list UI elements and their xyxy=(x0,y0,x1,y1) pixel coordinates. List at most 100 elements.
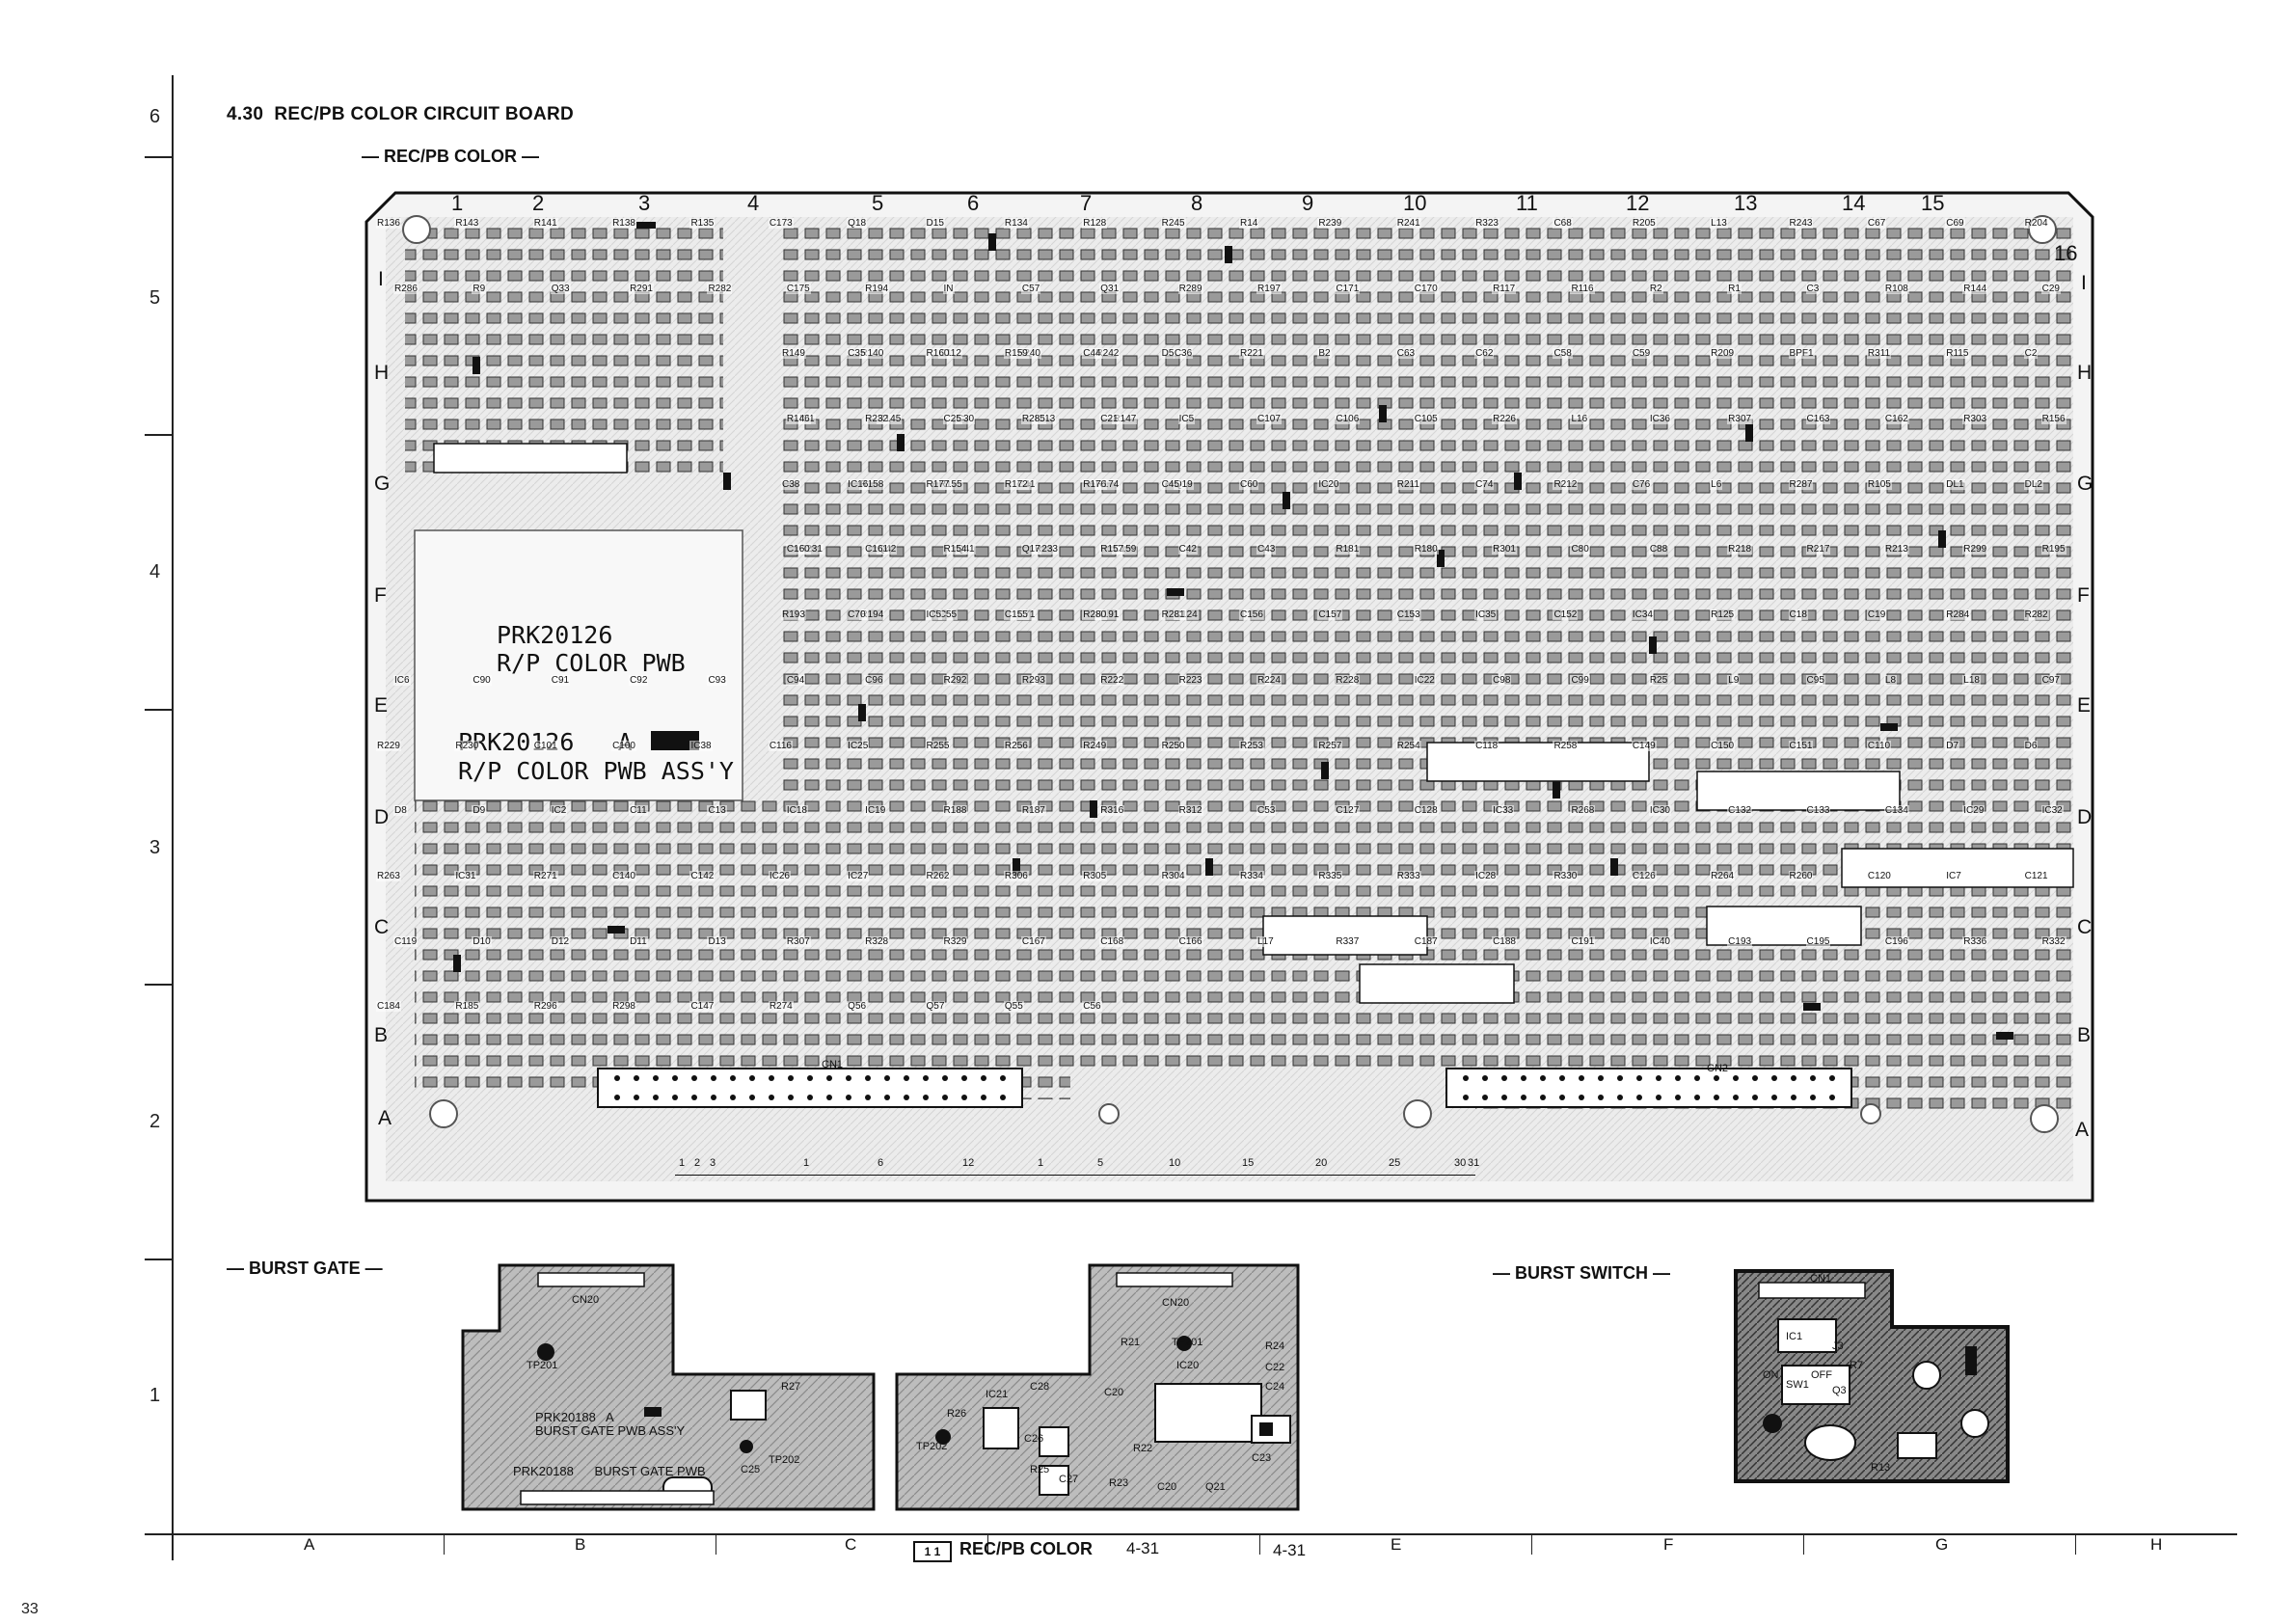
component-label: R256 xyxy=(1003,740,1029,751)
component-label: L13 xyxy=(1710,218,1728,229)
footer-caption: REC/PB COLOR xyxy=(959,1539,1094,1558)
margin-number-1: 1 xyxy=(149,1385,161,1406)
footer-rule xyxy=(145,1533,2237,1535)
component-label: C19 xyxy=(1866,609,1887,621)
pin-number: 10 xyxy=(1169,1157,1181,1169)
component-label: R274 xyxy=(768,1001,794,1013)
component-label: C58 xyxy=(1553,348,1573,360)
component-label: R134 xyxy=(1003,218,1029,229)
component-label: R301 xyxy=(1492,544,1517,555)
component-label: Q31 xyxy=(1099,283,1121,294)
cn2-connector xyxy=(1445,1068,1852,1108)
pin-number: 12 xyxy=(962,1157,975,1169)
component-label: IC2 xyxy=(550,805,568,817)
row-letter-left-F: F xyxy=(374,584,387,607)
row-letter-right-E: E xyxy=(2077,694,2092,717)
burst-gate-parts-c22: C22 xyxy=(1265,1362,1285,1373)
margin-number-5: 5 xyxy=(149,287,161,309)
component-label: C99 xyxy=(1570,674,1590,686)
burst-gate-cn20-label: CN20 xyxy=(572,1294,600,1306)
burst-switch-r7: R7 xyxy=(1850,1360,1864,1371)
row-letter-left-I: I xyxy=(378,268,384,290)
column-number-11: 11 xyxy=(1516,191,1538,215)
component-label: C3 xyxy=(1805,283,1821,294)
burst-gate-r27-label: R27 xyxy=(781,1381,801,1393)
burst-gate-assy-label-code: PRK20188 A xyxy=(535,1410,614,1424)
component-label: C18 xyxy=(1788,609,1808,621)
pin-number: 5 xyxy=(1097,1157,1104,1169)
component-label: C150 xyxy=(1710,740,1736,751)
component-label: R285 xyxy=(1020,414,1046,425)
column-number-12: 12 xyxy=(1626,191,1650,215)
component-label: BPF1 xyxy=(1788,348,1815,360)
component-label: R143 xyxy=(454,218,480,229)
component-label: C60 xyxy=(1239,478,1259,490)
component-label: Q19 xyxy=(1173,478,1194,490)
connector-cn1-label: CN1 xyxy=(822,1059,844,1070)
burst-gate-parts-c27: C27 xyxy=(1059,1474,1079,1485)
component-label: R145 xyxy=(877,414,903,425)
component-label: R154 xyxy=(942,544,968,555)
component-label: D10 xyxy=(472,935,492,947)
section-rule xyxy=(145,1259,172,1260)
component-label: R1 xyxy=(1727,283,1742,294)
component-label: R211 xyxy=(1395,478,1420,490)
component-label: R282 xyxy=(2023,609,2049,621)
footer-tick xyxy=(1803,1533,1804,1555)
footer-letter-E: E xyxy=(1391,1535,1402,1554)
component-label: R218 xyxy=(1727,544,1753,555)
component-label: R155 xyxy=(937,478,963,490)
component-label: R306 xyxy=(1003,870,1029,881)
component-label: C92 xyxy=(629,674,649,686)
component-label: R232 xyxy=(864,414,890,425)
component-label: R159 xyxy=(1003,348,1029,360)
burst-gate-parts-c20: C20 xyxy=(1104,1387,1124,1398)
component-label: D6 xyxy=(2023,740,2039,751)
component-label: C118 xyxy=(1474,740,1499,751)
burst-gate-parts-r24: R24 xyxy=(1265,1340,1285,1352)
row-letter-right-H: H xyxy=(2077,362,2093,384)
component-label: C25 xyxy=(942,414,962,425)
page-number: 33 xyxy=(21,1601,39,1617)
component-label: C56 xyxy=(1082,1001,1102,1013)
component-label: C57 xyxy=(1020,283,1041,294)
row-letter-left-A: A xyxy=(378,1107,392,1129)
margin-tick xyxy=(145,434,172,436)
component-label: R177 xyxy=(925,478,951,490)
component-label: R105 xyxy=(1866,478,1892,490)
component-label: R250 xyxy=(1160,740,1186,751)
row-letter-right-B: B xyxy=(2077,1024,2092,1046)
component-label: IC5 xyxy=(925,609,943,621)
component-label: R298 xyxy=(611,1001,636,1013)
component-label: D12 xyxy=(550,935,571,947)
component-label: R229 xyxy=(376,740,401,751)
component-label: C67 xyxy=(1866,218,1887,229)
component-label: R156 xyxy=(2040,414,2066,425)
component-label: C166 xyxy=(1177,935,1203,947)
row-letter-left-C: C xyxy=(374,916,390,938)
burst-gate-parts-ic20: IC20 xyxy=(1176,1360,1200,1371)
row-letter-right-I: I xyxy=(2081,272,2087,294)
margin-tick xyxy=(145,156,172,158)
footer-letter-A: A xyxy=(304,1535,315,1554)
component-label: R241 xyxy=(1395,218,1421,229)
margin-tick xyxy=(145,984,172,986)
component-label: R146 xyxy=(785,414,811,425)
component-label: R254 xyxy=(1395,740,1421,751)
pin-number: 30 xyxy=(1454,1157,1467,1169)
component-label: R242 xyxy=(1094,348,1121,360)
component-label: C159 xyxy=(1112,544,1138,555)
component-label: L17 xyxy=(1256,935,1275,947)
burst-gate-c25-label: C25 xyxy=(741,1464,761,1475)
component-label: C95 xyxy=(1805,674,1825,686)
burst-gate-solder-side xyxy=(461,1263,876,1511)
margin-number-4: 4 xyxy=(149,561,161,582)
footer-ref-right: 4-31 xyxy=(1273,1541,1307,1559)
column-number-7: 7 xyxy=(1080,191,1093,215)
burst-switch-off: OFF xyxy=(1811,1369,1832,1381)
component-label: IC34 xyxy=(1631,609,1654,621)
component-label: R271 xyxy=(532,870,558,881)
burst-switch-heading: — BURST SWITCH — xyxy=(1493,1263,1670,1283)
component-label: C35 xyxy=(847,348,867,360)
component-label: IC38 xyxy=(689,740,713,751)
